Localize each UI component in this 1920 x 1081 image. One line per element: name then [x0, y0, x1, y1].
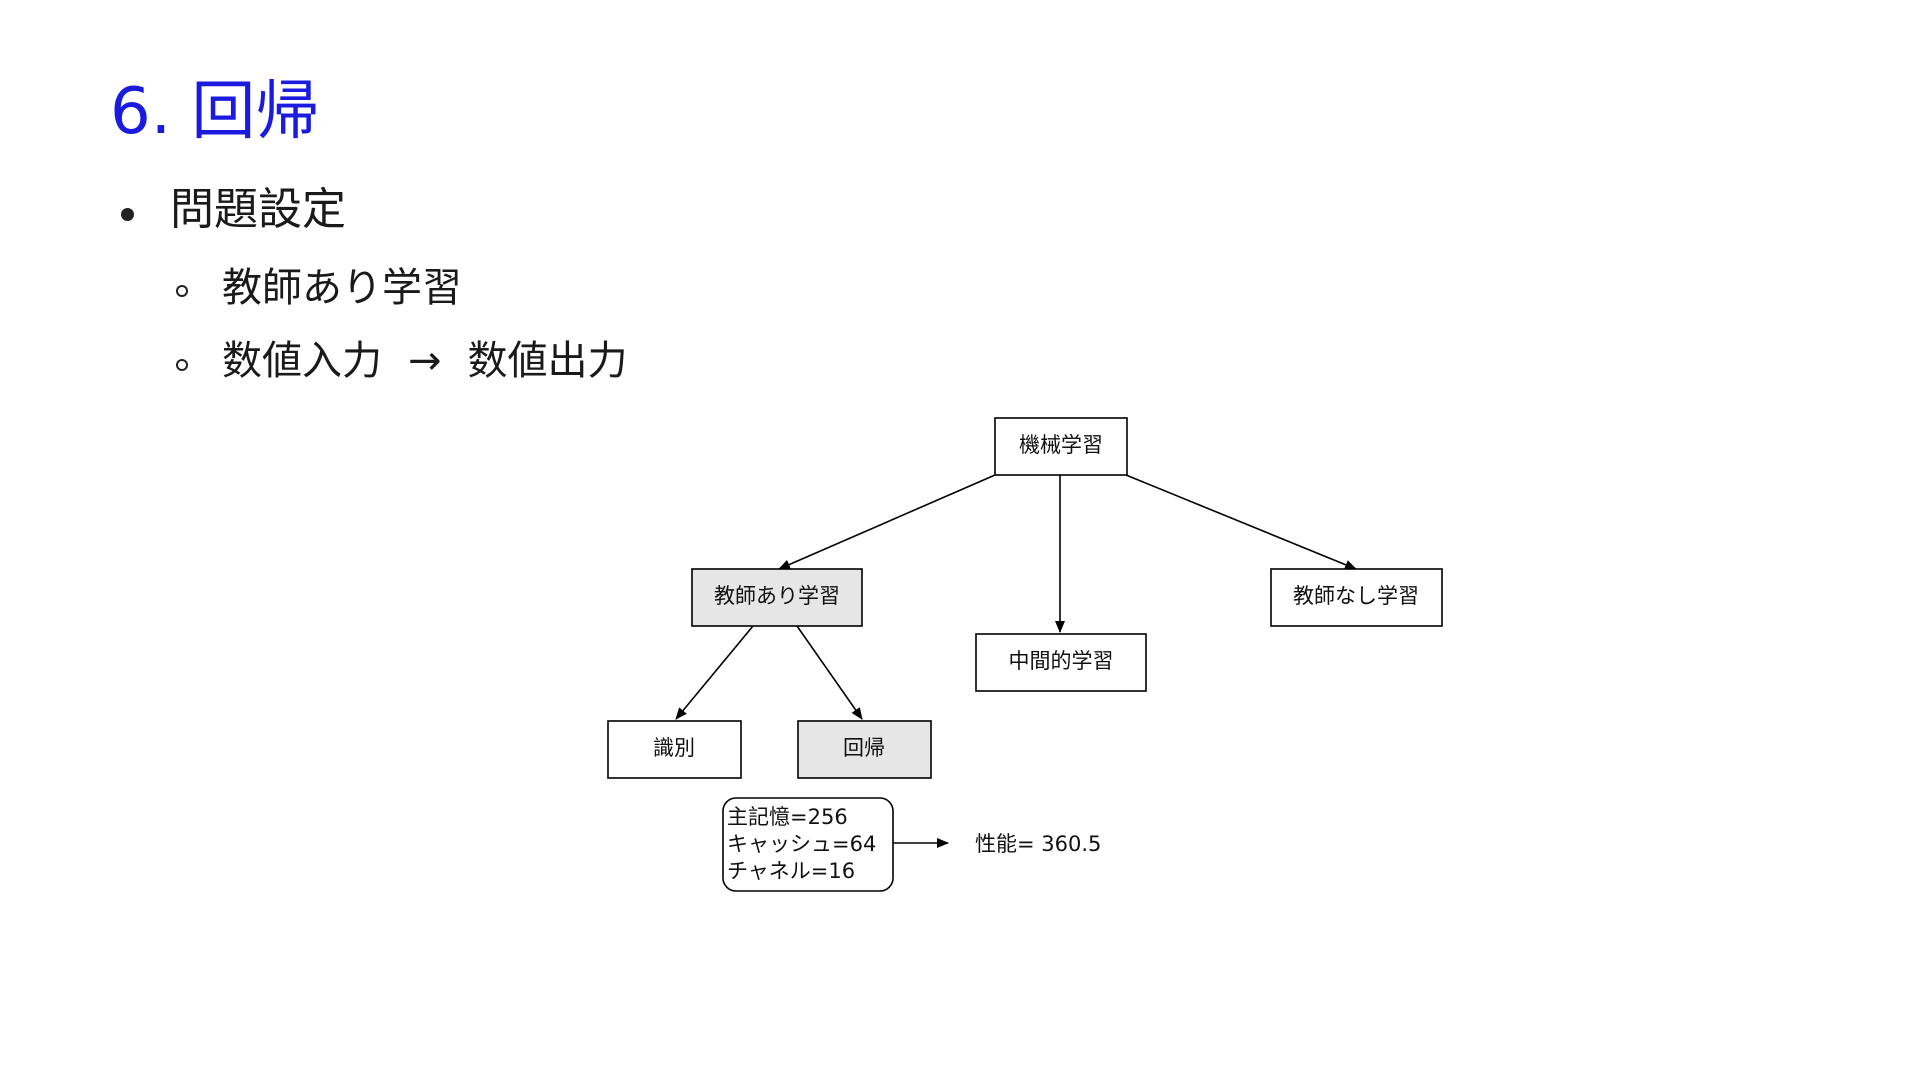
node-regression-label: 回帰	[843, 736, 885, 760]
node-root: 機械学習	[994, 417, 1128, 476]
edge-root-supervised	[778, 474, 996, 570]
node-semi: 中間的学習	[975, 633, 1147, 692]
input-line-channel: チャネル=16	[727, 859, 855, 883]
node-supervised-label: 教師あり学習	[714, 584, 840, 608]
node-classification-label: 識別	[653, 736, 695, 760]
sub-bullet-supervised: 教師あり学習	[222, 265, 462, 311]
edges	[675, 474, 1357, 848]
output-performance-label: 性能= 360.5	[975, 832, 1101, 856]
input-line-cache: キャッシュ=64	[727, 832, 876, 856]
input-line-memory: 主記憶=256	[727, 805, 848, 829]
edge-supervised-classification	[675, 625, 754, 720]
sub-bullet-io: 数値入力 → 数値出力	[222, 335, 628, 387]
bullet-dot-icon	[121, 208, 134, 221]
node-regression: 回帰	[797, 720, 932, 779]
slide-title: 6. 回帰	[110, 75, 320, 149]
node-root-label: 機械学習	[1019, 433, 1103, 457]
node-unsupervised: 教師なし学習	[1270, 568, 1443, 627]
sub-bullet-ring-icon	[176, 359, 188, 371]
numeric-output-text: 数値出力	[467, 338, 628, 384]
numeric-input-text: 数値入力	[222, 338, 382, 384]
node-supervised: 教師あり学習	[691, 568, 863, 627]
edge-supervised-regression	[796, 625, 863, 720]
edge-root-unsupervised	[1125, 474, 1357, 570]
right-arrow-icon: →	[408, 338, 442, 384]
sub-bullet-ring-icon	[176, 285, 188, 297]
node-classification: 識別	[607, 720, 742, 779]
node-unsupervised-label: 教師なし学習	[1293, 584, 1419, 608]
input-example-box: 主記憶=256 キャッシュ=64 チャネル=16	[722, 797, 894, 892]
bullet-problem-setting: 問題設定	[170, 184, 346, 235]
node-semi-label: 中間的学習	[1009, 649, 1114, 673]
